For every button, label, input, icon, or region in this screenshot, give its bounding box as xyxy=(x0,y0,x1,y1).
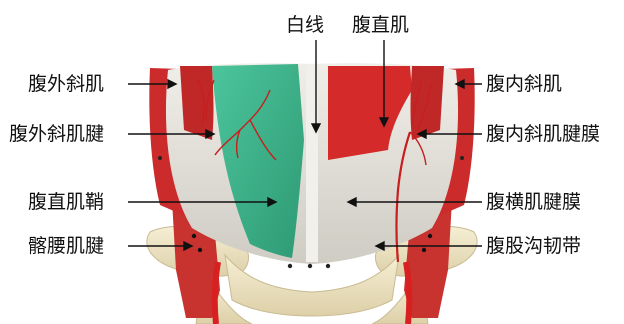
label-inguinal-ligament: 腹股沟韧带 xyxy=(486,235,581,257)
label-linea-alba: 白线 xyxy=(286,14,324,36)
oblique-upper-left xyxy=(180,66,214,140)
label-external-oblique-aponeurosis: 腹外斜肌腱 xyxy=(9,123,104,145)
label-iliopsoas-tendon: 髂腰肌腱 xyxy=(28,235,104,257)
label-external-oblique: 腹外斜肌 xyxy=(28,73,104,95)
label-transversus-aponeurosis: 腹横肌腱膜 xyxy=(486,191,581,213)
label-internal-oblique: 腹内斜肌 xyxy=(486,73,562,95)
label-rectus-abdominis: 腹直肌 xyxy=(352,14,409,36)
label-internal-oblique-aponeurosis: 腹内斜肌腱膜 xyxy=(486,123,600,145)
label-rectus-sheath: 腹直肌鞘 xyxy=(28,191,104,213)
